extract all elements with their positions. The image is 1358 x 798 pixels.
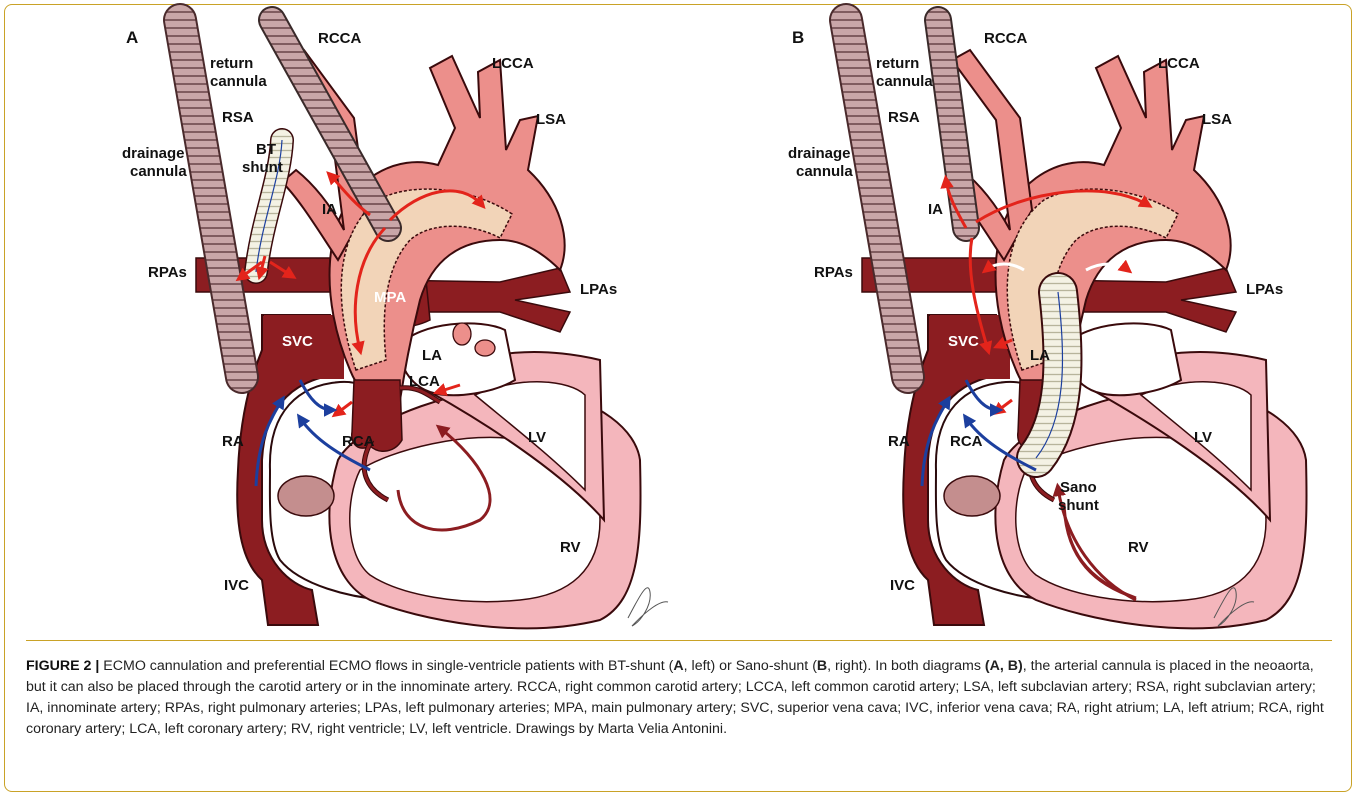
label-rv: RV: [560, 539, 581, 556]
label-drainage-b: drainage: [788, 145, 851, 162]
label-drainage: drainage: [122, 145, 185, 162]
label-drainage-cannula: cannula: [130, 163, 187, 180]
label-bt-shunt: shunt: [242, 159, 283, 176]
label-lv: LV: [528, 429, 546, 446]
label-lpas: LPAs: [580, 281, 617, 298]
label-lca: LCA: [409, 373, 440, 390]
label-return-cannula: cannula: [210, 73, 267, 90]
label-svc: SVC: [282, 333, 313, 350]
label-rv-b: RV: [1128, 539, 1149, 556]
panel-a-letter: A: [126, 28, 138, 47]
label-sano: Sano: [1060, 479, 1097, 496]
left-atrium-b: [1066, 323, 1181, 395]
label-return-b: return: [876, 55, 919, 72]
label-ivc: IVC: [224, 577, 249, 594]
caption-bold-ab: (A, B): [985, 658, 1023, 674]
label-rcca-b: RCCA: [984, 30, 1027, 47]
ecmo-diagram: A return cannula drainage cannula RCCA L…: [0, 0, 1358, 640]
label-return: return: [210, 55, 253, 72]
caption-bold-b: B: [817, 658, 827, 674]
label-lsa-b: LSA: [1202, 111, 1232, 128]
ra-oval-b: [944, 476, 1000, 516]
label-rpas-b: RPAs: [814, 264, 853, 281]
label-svc-b: SVC: [948, 333, 979, 350]
label-ivc-b: IVC: [890, 577, 915, 594]
caption-text-1: ECMO cannulation and preferential ECMO f…: [99, 658, 673, 674]
label-lpas-b: LPAs: [1246, 281, 1283, 298]
label-la-b: LA: [1030, 347, 1050, 364]
label-rsa: RSA: [222, 109, 254, 126]
figure-caption: FIGURE 2 | ECMO cannulation and preferen…: [26, 656, 1332, 740]
label-ia: IA: [322, 201, 337, 218]
label-rca: RCA: [342, 433, 375, 450]
caption-text-2: , left) or Sano-shunt (: [684, 658, 817, 674]
label-ia-b: IA: [928, 201, 943, 218]
panel-b: B return cannula drainage cannula RCCA L…: [788, 20, 1307, 628]
pulmonary-vein-ostium-1: [453, 323, 471, 345]
panel-a: A return cannula drainage cannula RCCA L…: [122, 20, 668, 628]
label-bt: BT: [256, 141, 276, 158]
label-sano-shunt: shunt: [1058, 497, 1099, 514]
panel-b-letter: B: [792, 28, 804, 47]
label-rca-b: RCA: [950, 433, 983, 450]
caption-figure-label: FIGURE 2 |: [26, 658, 99, 674]
caption-divider: [26, 640, 1332, 641]
artist-signature-a: [628, 588, 668, 626]
pulmonary-vein-ostium-2: [475, 340, 495, 356]
label-lv-b: LV: [1194, 429, 1212, 446]
label-drainage-cannula-b: cannula: [796, 163, 853, 180]
caption-text-3: , right). In both diagrams: [827, 658, 985, 674]
label-rpas: RPAs: [148, 264, 187, 281]
label-ra-b: RA: [888, 433, 910, 450]
label-rsa-b: RSA: [888, 109, 920, 126]
label-lsa: LSA: [536, 111, 566, 128]
label-rcca: RCCA: [318, 30, 361, 47]
label-ra: RA: [222, 433, 244, 450]
ra-oval: [278, 476, 334, 516]
label-lcca-b: LCCA: [1158, 55, 1200, 72]
label-la: LA: [422, 347, 442, 364]
label-return-cannula-b: cannula: [876, 73, 933, 90]
caption-bold-a: A: [673, 658, 683, 674]
label-lcca: LCCA: [492, 55, 534, 72]
label-mpa: MPA: [374, 289, 406, 306]
